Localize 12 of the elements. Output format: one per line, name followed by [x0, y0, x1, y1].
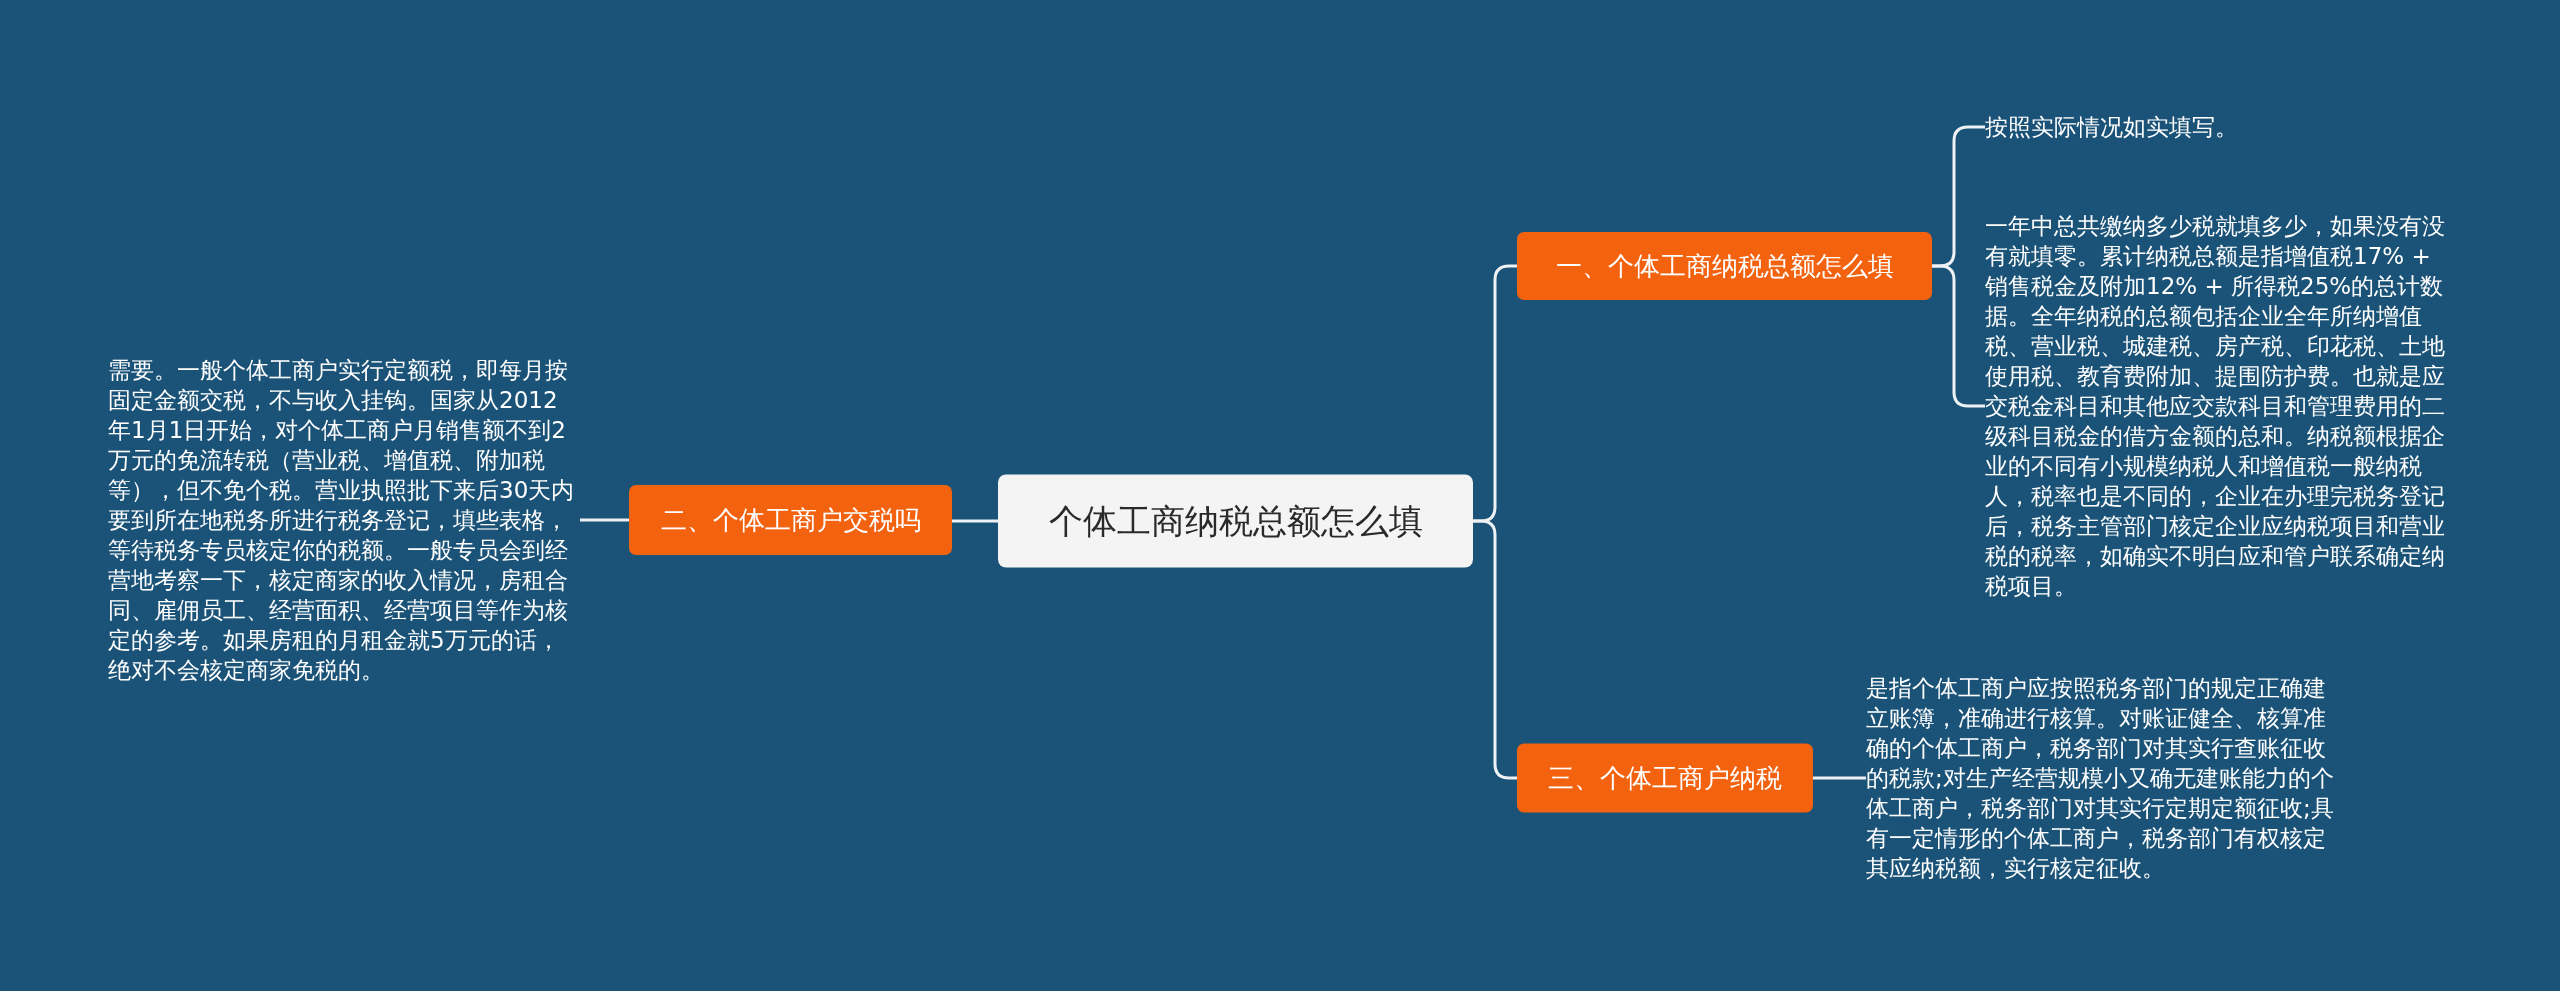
connector-line — [952, 519, 998, 523]
topic-box: 二、个体工商户交税吗 — [629, 485, 952, 555]
note-text: 是指个体工商户应按照税务部门的规定正确建立账簿，准确进行核算。对账证健全、核算准确的个体工商户，税务部门对其实行查账征收的税款;对生产经营规模小又确无建账能力的个体工商户，税务部门对其实行定期定额征收;具有一定情形的个体工商户，税务部门有权核定其应纳税额，实行核定征收。 — [1866, 673, 2336, 883]
connector-line — [580, 518, 629, 522]
central-topic-box: 个体工商纳税总额怎么填 — [998, 474, 1473, 568]
topic-box: 一、个体工商纳税总额怎么填 — [1517, 232, 1932, 300]
note-text: 需要。一般个体工商户实行定额税，即每月按固定金额交税，不与收入挂钩。国家从2012年1月1日开始，对个体工商户月销售额不到2万元的免流转税（营业税、增值税、附加税等），但不免个税。营业执照批下来后30天内要到所在地税务所进行税务登记，填些表格，等待税务专员核定你的税额。一般专员会到经营地考察一下，核定商家的收入情况，房租合同、雇佣员工、经营面积、经营项目等作为核定的参考。如果房租的月租金就5万元的话，绝对不会核定商家免税的。 — [108, 355, 580, 685]
note-text: 一年中总共缴纳多少税就填多少，如果没有没有就填零。累计纳税总额是指增值税17% + 销售税金及附加12% + 所得税25%的总计数据。全年纳税的总额包括企业全年所纳增值税、营业税、城建税、房产税、印花税、土地使用税、教育费附加、提围防护费。也就是应交税金科目和其他应交款科目和管理费用的二级科目税金的借方金额的总和。纳税额根据企业的不同有小规模纳税人和增值税一般纳税人，税率也是不同的，企业在办理完税务登记后，税务主管部门核定企业应纳税项目和营业税的税率，如确实不明白应和管户联系确定纳税项目。 — [1985, 211, 2455, 601]
topic-box: 三、个体工商户纳税 — [1517, 743, 1813, 813]
connector-line — [1813, 776, 1866, 780]
connector-line — [1473, 519, 1517, 780]
note-text: 按照实际情况如实填写。 — [1985, 112, 2455, 142]
